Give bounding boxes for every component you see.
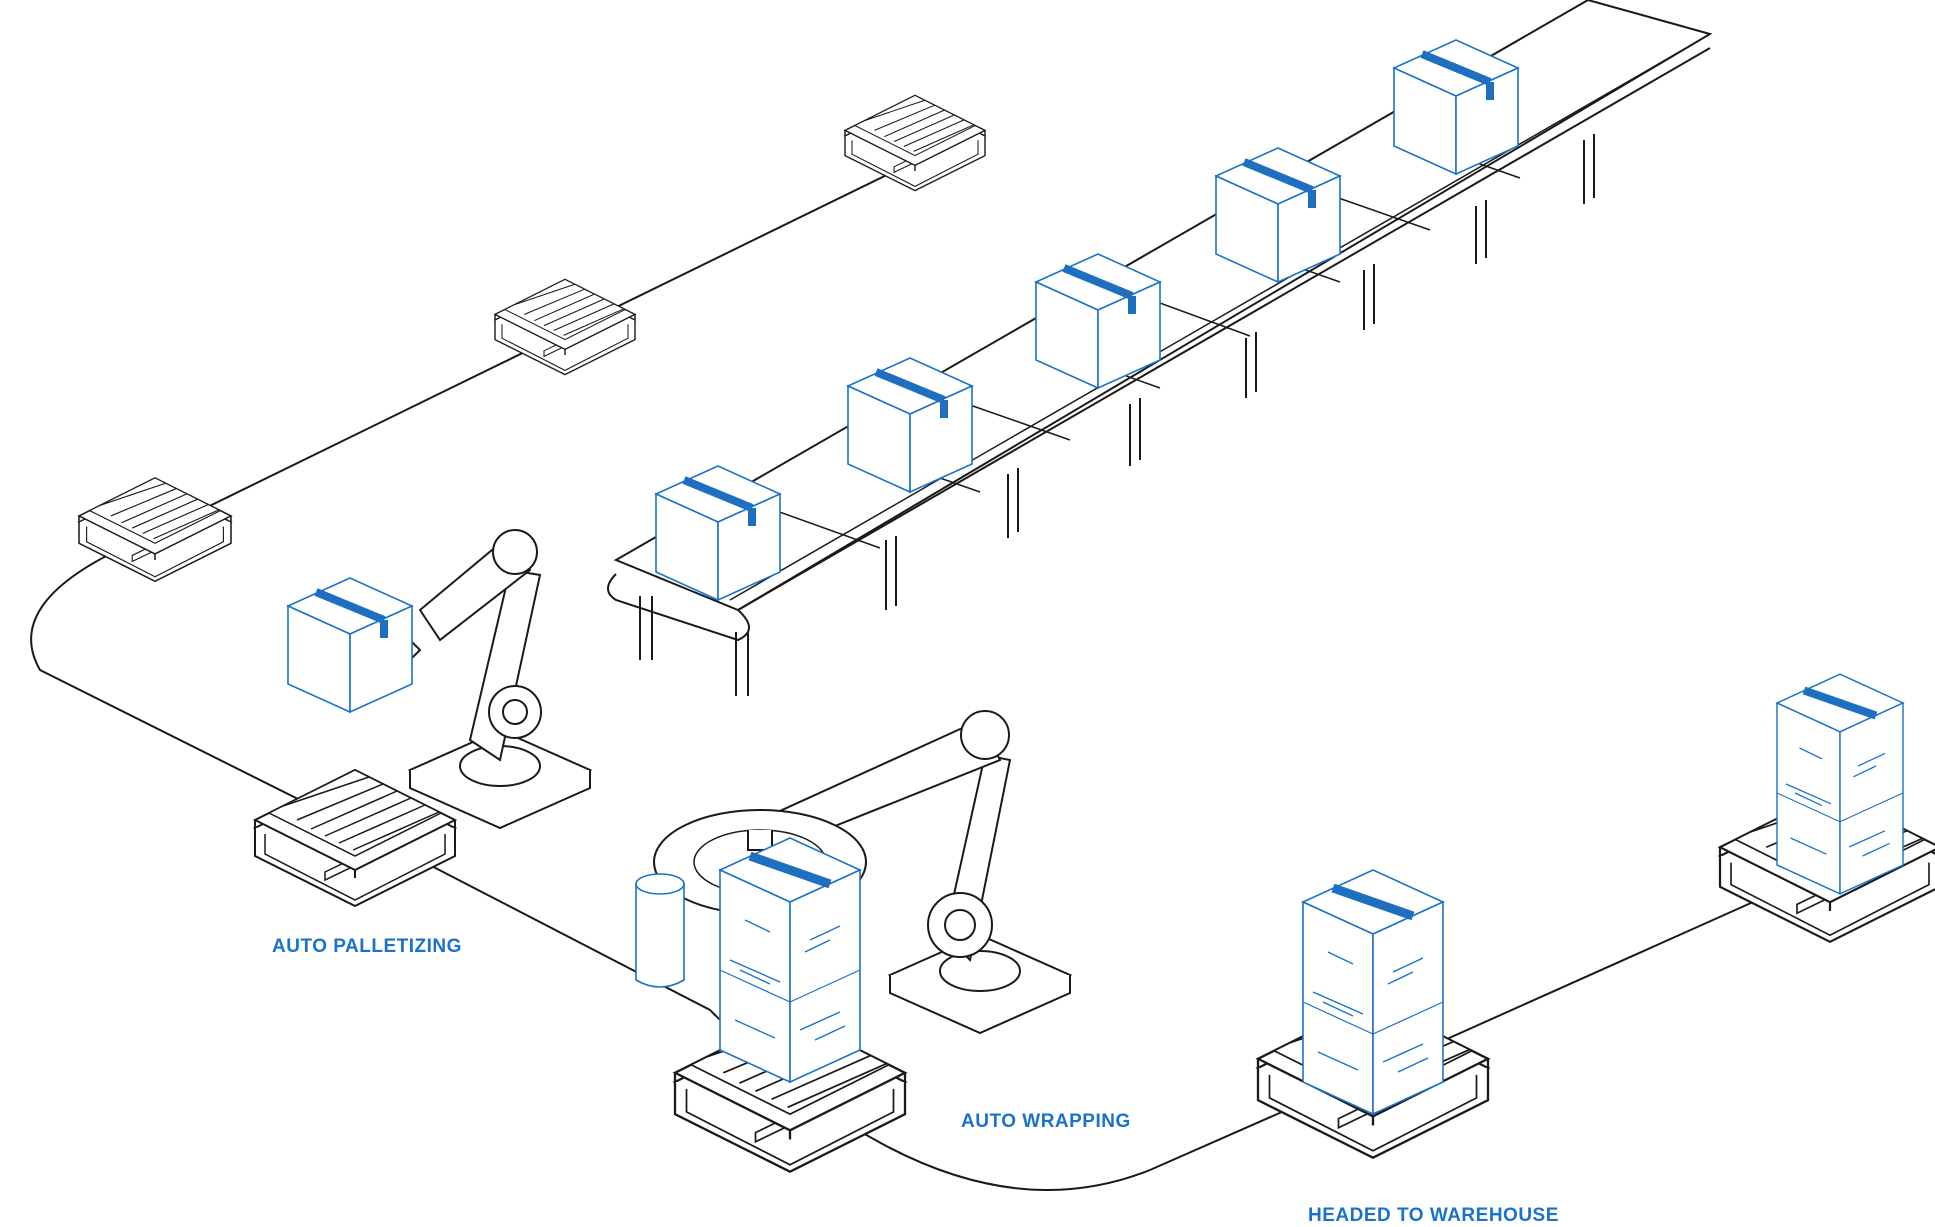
robot-arm-icon	[758, 710, 1071, 1034]
box-icon	[1777, 674, 1903, 894]
pallet-icon	[78, 477, 232, 583]
label-headed-to-warehouse: HEADED TO WAREHOUSE	[1308, 1205, 1559, 1226]
box-icon	[288, 578, 412, 712]
box-icon	[1036, 254, 1160, 388]
box-icon	[1216, 148, 1340, 282]
pallet-icon	[844, 94, 986, 192]
box-icon	[720, 838, 860, 1082]
label-auto-wrapping: AUTO WRAPPING	[961, 1111, 1131, 1132]
pallet-icon	[494, 278, 636, 376]
box-icon	[1394, 40, 1518, 174]
box-icon	[1303, 870, 1443, 1114]
box-icon	[656, 466, 780, 600]
robot-arm-icon	[398, 529, 591, 829]
box-icon	[848, 358, 972, 492]
label-auto-palletizing: AUTO PALLETIZING	[272, 936, 462, 957]
film-roll-icon	[635, 873, 685, 988]
